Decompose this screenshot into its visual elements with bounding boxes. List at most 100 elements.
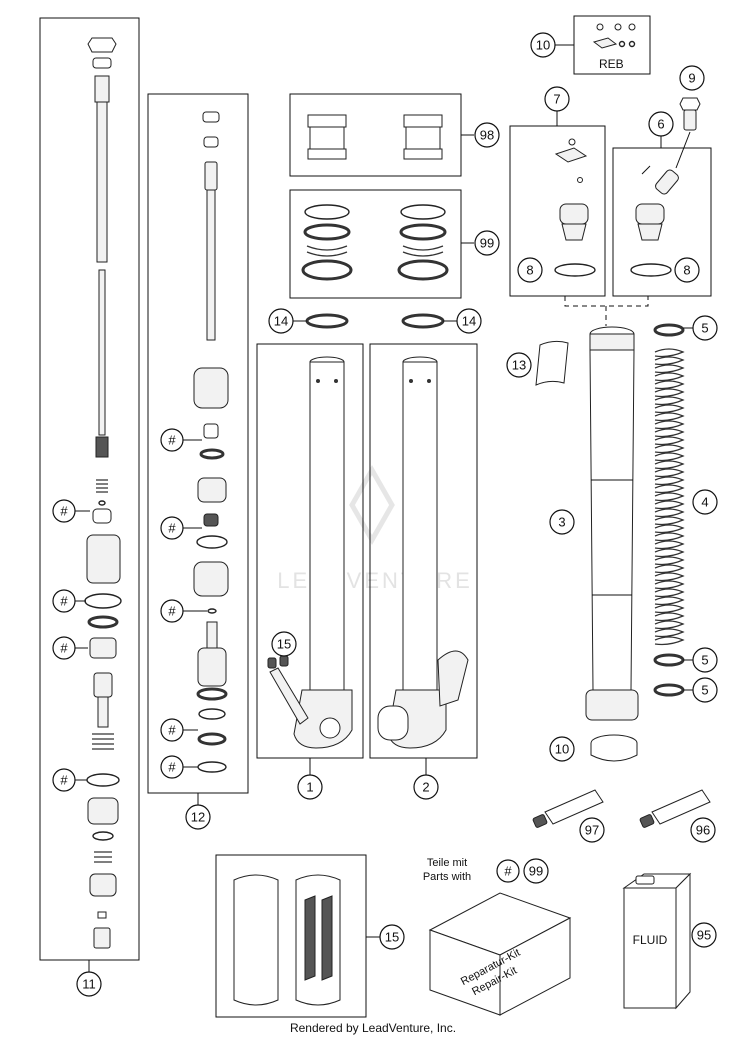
callout-16: 14 (456, 308, 482, 334)
small-spring-part (96, 479, 108, 493)
svg-text:#: # (60, 594, 68, 609)
callout-7: 7 (544, 86, 570, 112)
group-98-box (289, 189, 462, 299)
nut-part (87, 37, 117, 53)
group-12-parts (84, 37, 122, 949)
svg-text:15: 15 (277, 637, 291, 652)
svg-text:1: 1 (306, 780, 313, 795)
fork-guard-part (233, 874, 341, 1006)
outer-tube-left-part (267, 356, 353, 749)
bushing-part (92, 508, 112, 524)
fork-cap-left-part (554, 138, 596, 277)
svg-text:14: 14 (462, 314, 476, 329)
svg-text:#: # (168, 433, 176, 448)
spring-holder-part (89, 637, 117, 659)
svg-text:7: 7 (553, 92, 560, 107)
fork-oil-can-part: FLUID (622, 872, 692, 1010)
rebound-adjuster-part (592, 23, 636, 49)
svg-text:6: 6 (657, 117, 664, 132)
repair-kit-box-part: Reparatur-Kit Repair-Kit (428, 892, 572, 1016)
spring-seat-part (653, 683, 685, 697)
grease-tube-part (639, 789, 711, 828)
o-ring-part (84, 593, 122, 609)
callout-5: 5 (692, 315, 718, 341)
svg-text:5: 5 (701, 321, 708, 336)
svg-text:#: # (60, 641, 68, 656)
main-spring-part (654, 348, 685, 646)
valve-tip-part (95, 436, 109, 458)
svg-text:14: 14 (274, 314, 288, 329)
group-2-box (369, 343, 478, 759)
fluid-label: FLUID (633, 933, 668, 947)
watermark: LEADVENTURE (277, 464, 473, 593)
callout-9: 9 (679, 65, 705, 91)
callout-8: 8 (674, 257, 700, 283)
inner-tube-part (585, 326, 639, 721)
guide-ring-part (401, 313, 445, 329)
bolt-part (93, 927, 111, 949)
svg-text:10: 10 (555, 742, 569, 757)
callout-11: 10 (530, 32, 556, 58)
svg-text:3: 3 (558, 515, 565, 530)
sticker-part (535, 340, 569, 386)
callout-5: 5 (692, 647, 718, 673)
callout-96: 97 (579, 817, 605, 843)
seal-set-part (301, 204, 449, 281)
svg-text:#: # (504, 864, 512, 879)
callout-15: 15 (379, 924, 405, 950)
svg-text:96: 96 (696, 823, 710, 838)
grease-tube-part (532, 789, 604, 828)
hash-callout: # (160, 718, 184, 742)
callout-4: 4 (692, 489, 718, 515)
svg-text:13: 13 (512, 358, 526, 373)
svg-text:12: 12 (191, 810, 205, 825)
hash-callout: # (52, 768, 76, 792)
svg-text:2: 2 (422, 780, 429, 795)
group-15-box (215, 854, 367, 1018)
air-valve-part (679, 97, 701, 131)
washer-2-part (92, 831, 114, 841)
group-13-parts (193, 111, 229, 773)
valve-body-part (87, 797, 119, 825)
svg-text:#: # (60, 773, 68, 788)
svg-text:97: 97 (585, 823, 599, 838)
callout-16: 14 (268, 308, 294, 334)
svg-text:98: 98 (480, 128, 494, 143)
repair-note-line1: Teile mit (427, 857, 467, 869)
svg-text:#: # (168, 723, 176, 738)
watermark-text: LEADVENTURE (277, 568, 473, 593)
bushings-part (307, 114, 443, 160)
svg-text:8: 8 (683, 263, 690, 278)
callout-5: 5 (692, 677, 718, 703)
valve-stem-part (97, 696, 109, 728)
spring-2-part (94, 851, 112, 863)
fork-cap-right-part (630, 165, 679, 277)
protector-ring-part (590, 734, 638, 762)
piston-body-part (86, 534, 121, 584)
footer-credit: Rendered by LeadVenture, Inc. (290, 1021, 456, 1035)
hash-callout: # (160, 599, 184, 623)
spring-seat-part (653, 323, 685, 337)
guide-ring-part (305, 313, 349, 329)
small-ring-part (98, 500, 106, 506)
valve-cap-part (93, 672, 113, 698)
callout-95: 96 (690, 817, 716, 843)
callout-3: 3 (549, 509, 575, 535)
callout-12: 11 (76, 971, 102, 997)
callout-13: 12 (185, 804, 211, 830)
svg-text:9: 9 (688, 71, 695, 86)
callout-6: 6 (648, 111, 674, 137)
callout-10: 10 (549, 736, 575, 762)
washer-part (92, 57, 112, 69)
seal-ring-part (87, 615, 119, 629)
spring-seat-part (653, 653, 685, 667)
callout-14: 13 (506, 352, 532, 378)
svg-text:#: # (168, 604, 176, 619)
svg-text:11: 11 (82, 977, 96, 992)
reb-label: REB (599, 57, 624, 71)
callout-1: 1 (297, 774, 323, 800)
hash-callout: # (496, 859, 520, 883)
svg-text:10: 10 (536, 38, 550, 53)
svg-text:8: 8 (526, 263, 533, 278)
